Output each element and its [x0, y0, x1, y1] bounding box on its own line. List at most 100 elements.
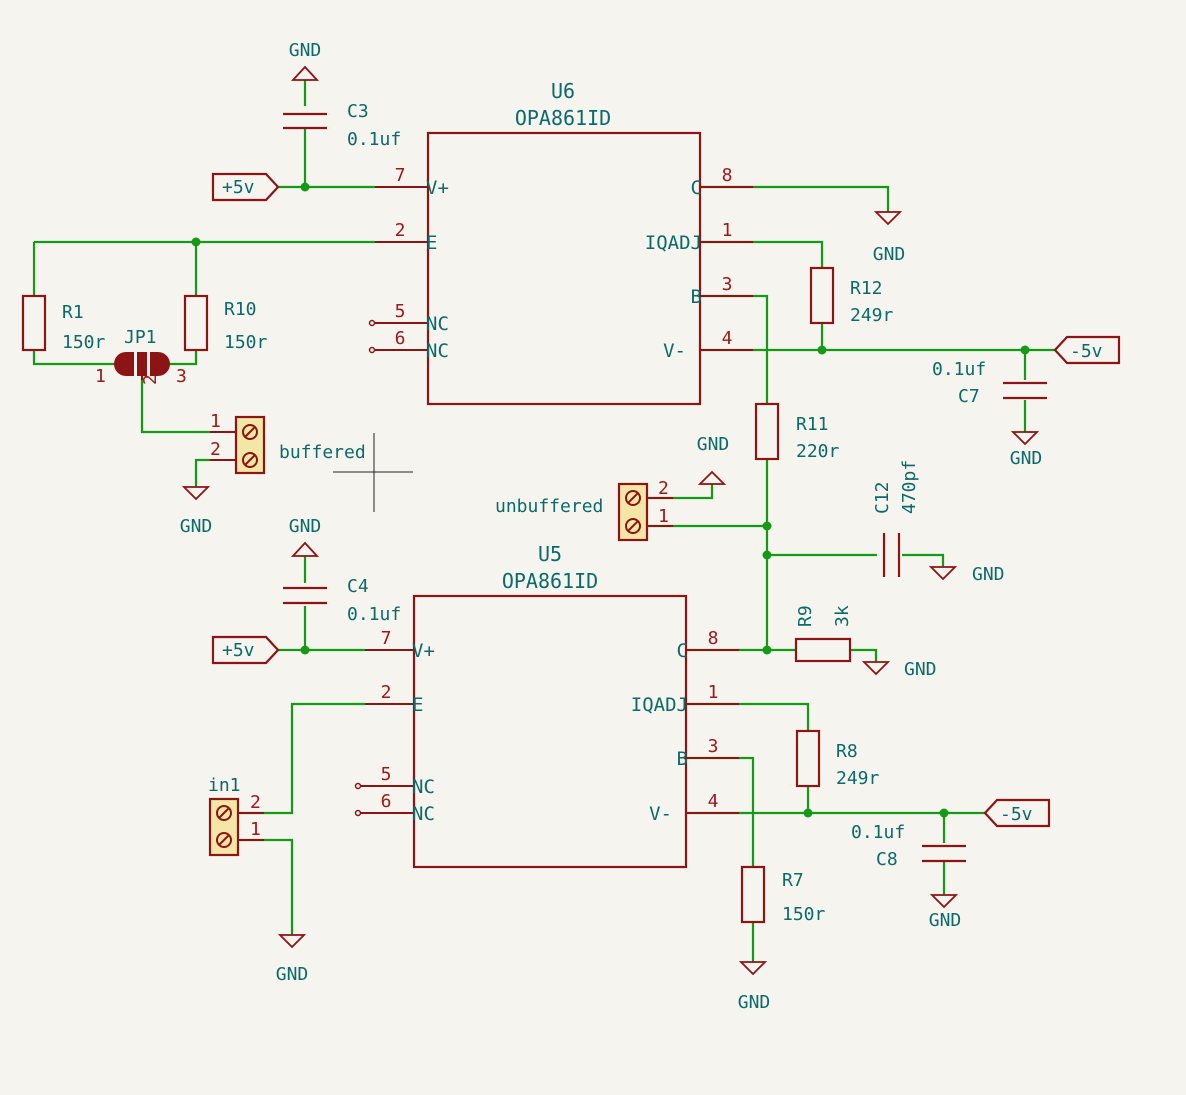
u6-pin8: 8 — [722, 165, 733, 186]
buffered-pin1: 1 — [210, 411, 221, 432]
gnd-symbol: GND — [1010, 431, 1042, 469]
c12-value: 470pf — [899, 460, 920, 514]
u5-pin-nc1: NC — [412, 776, 435, 798]
u6-pin3: 3 — [722, 274, 733, 295]
junction-dot — [762, 521, 772, 531]
u6-pin-c: C — [691, 177, 702, 199]
r7-ref: R7 — [782, 870, 804, 891]
u5-pin-e: E — [412, 694, 423, 716]
c4-ref: C4 — [347, 576, 369, 597]
unbuffered-pin1: 1 — [658, 506, 669, 527]
c3-capacitor[interactable]: C3 0.1uf — [283, 101, 401, 150]
c7-capacitor[interactable]: 0.1uf C7 — [932, 359, 1047, 407]
junction-dot — [762, 550, 772, 560]
c8-capacitor[interactable]: 0.1uf C8 — [851, 822, 966, 870]
junction-dot — [1020, 345, 1030, 355]
svg-text:GND: GND — [972, 564, 1005, 585]
u5-pin-vminus: V- — [649, 803, 672, 825]
r12-resistor[interactable]: R12 249r — [809, 266, 894, 326]
gnd-symbol: GND — [738, 961, 770, 1013]
u5-pin-b: B — [677, 748, 688, 770]
in1-connector[interactable]: 2 1 in1 — [208, 775, 264, 857]
u6-ref: U6 — [551, 79, 575, 103]
in1-label: in1 — [208, 775, 241, 796]
u5-pin5: 5 — [381, 764, 392, 785]
gnd-symbol: GND — [928, 564, 1005, 585]
svg-text:GND: GND — [873, 244, 906, 265]
u5-pin1: 1 — [708, 682, 719, 703]
pos5v-label: +5v — [222, 640, 255, 661]
svg-text:GND: GND — [904, 659, 937, 680]
u5-pin7: 7 — [381, 628, 392, 649]
r9-value: 3k — [832, 605, 853, 627]
r11-value: 220r — [796, 441, 840, 462]
u6-pin-vplus: V+ — [426, 177, 449, 199]
r7-resistor[interactable]: R7 150r — [740, 865, 826, 925]
in1-pin1: 1 — [250, 819, 261, 840]
c8-value: 0.1uf — [851, 822, 905, 843]
c4-value: 0.1uf — [347, 604, 401, 625]
u5-pin2: 2 — [381, 682, 392, 703]
u5-pin3: 3 — [708, 736, 719, 757]
r1-ref: R1 — [62, 302, 84, 323]
jp1-pin1: 1 — [95, 366, 106, 387]
u6-pin-vminus: V- — [663, 340, 686, 362]
r10-value: 150r — [224, 332, 268, 353]
in1-pin2: 2 — [250, 792, 261, 813]
buffered-connector[interactable]: 1 2 buffered — [210, 411, 366, 475]
power-label-pos5v-top[interactable]: +5v — [211, 172, 280, 202]
crosshair-cursor-icon — [333, 433, 413, 512]
pos5v-label: +5v — [222, 177, 255, 198]
gnd-symbol: GND — [697, 434, 730, 485]
r8-resistor[interactable]: R8 249r — [795, 729, 880, 789]
u5-pin4: 4 — [708, 791, 719, 812]
r7-value: 150r — [782, 904, 826, 925]
unbuffered-connector[interactable]: 2 1 unbuffered — [495, 478, 673, 542]
jp1-jumper[interactable]: JP1 1 2 3 — [95, 327, 187, 387]
u5-pin-vplus: V+ — [412, 640, 435, 662]
r1-value: 150r — [62, 332, 106, 353]
r11-ref: R11 — [796, 414, 829, 435]
u6-symbol[interactable]: U6 OPA861ID 7 2 5 6 8 1 3 4 V+ E NC NC C… — [368, 79, 754, 406]
r8-ref: R8 — [836, 741, 858, 762]
junction-dot — [939, 808, 949, 818]
r9-resistor[interactable]: R9 3k — [794, 605, 853, 663]
r11-resistor[interactable]: R11 220r — [754, 402, 840, 462]
buffered-label: buffered — [279, 442, 366, 463]
u5-pin8: 8 — [708, 628, 719, 649]
u6-pin-nc1: NC — [426, 313, 449, 335]
r10-resistor[interactable]: R10 150r — [183, 294, 268, 353]
u6-pin-iqadj: IQADJ — [645, 232, 702, 254]
c7-value: 0.1uf — [932, 359, 986, 380]
c3-ref: C3 — [347, 101, 369, 122]
c12-capacitor[interactable]: C12 470pf — [872, 460, 920, 577]
power-label-pos5v-bottom[interactable]: +5v — [211, 635, 280, 665]
gnd-symbol: GND — [289, 40, 322, 81]
u6-value: OPA861ID — [515, 106, 611, 130]
u6-pin-b: B — [691, 286, 702, 308]
u5-pin-nc2: NC — [412, 803, 435, 825]
r12-ref: R12 — [850, 278, 883, 299]
c7-ref: C7 — [958, 386, 980, 407]
junction-dot — [300, 182, 310, 192]
r9-ref: R9 — [795, 605, 816, 627]
gnd-symbol: GND — [180, 486, 212, 537]
svg-text:GND: GND — [289, 40, 322, 61]
u5-symbol[interactable]: U5 OPA861ID 7 2 5 6 8 1 3 4 V+ E NC NC C… — [354, 542, 740, 869]
svg-text:GND: GND — [697, 434, 730, 455]
gnd-symbol: GND — [929, 894, 962, 931]
u6-pin4: 4 — [722, 328, 733, 349]
c4-capacitor[interactable]: C4 0.1uf — [283, 576, 401, 625]
u5-ref: U5 — [538, 542, 562, 566]
power-label-neg5v-bottom[interactable]: -5v — [983, 798, 1051, 828]
power-label-neg5v-top[interactable]: -5v — [1053, 335, 1121, 365]
neg5v-label: -5v — [1000, 804, 1033, 825]
gnd-symbol: GND — [276, 934, 308, 985]
buffered-pin2: 2 — [210, 439, 221, 460]
r10-ref: R10 — [224, 299, 257, 320]
r1-resistor[interactable]: R1 150r — [21, 294, 106, 353]
svg-text:GND: GND — [929, 910, 962, 931]
junction-dot — [191, 237, 201, 247]
c8-ref: C8 — [876, 849, 898, 870]
